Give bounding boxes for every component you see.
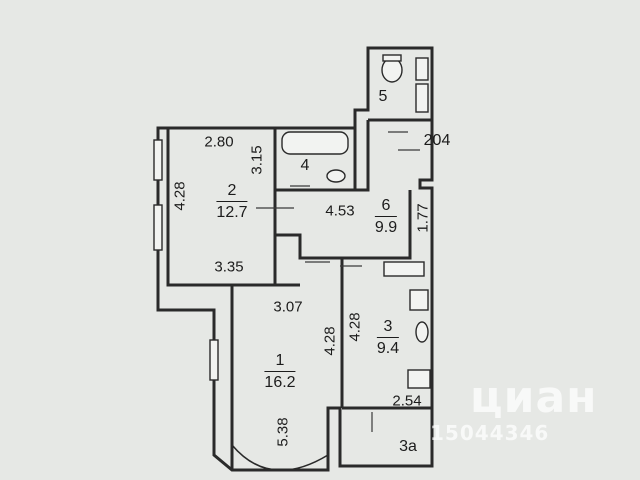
bathtub bbox=[281, 131, 349, 155]
wall-room-6 bbox=[275, 120, 412, 260]
kitchen-stove bbox=[415, 321, 429, 343]
window-left-bottom bbox=[153, 204, 163, 251]
marker-204: 204 bbox=[423, 132, 451, 149]
dim-room-2-height: 4.28 bbox=[171, 181, 189, 211]
window-room-1 bbox=[209, 339, 219, 381]
shaft-top bbox=[415, 57, 429, 81]
dim-corridor-width: 1.77 bbox=[414, 203, 432, 233]
dim-room-2-partial-height: 3.15 bbox=[248, 145, 266, 175]
wall-room-4 bbox=[275, 126, 357, 192]
wall-room-1-3 bbox=[228, 258, 432, 470]
room-4-label: 4 bbox=[300, 157, 310, 174]
watermark-brand: циан bbox=[470, 372, 598, 423]
dim-room-1-bay: 5.38 bbox=[274, 417, 292, 447]
shaft-bottom bbox=[415, 83, 429, 113]
dim-corridor-length: 4.53 bbox=[325, 202, 355, 220]
dim-room-3-height: 4.28 bbox=[346, 312, 364, 342]
watermark-id: 15044346 bbox=[430, 421, 550, 445]
kitchen-unit bbox=[407, 369, 431, 389]
kitchen-counter bbox=[409, 289, 429, 311]
window-left-top bbox=[153, 139, 163, 181]
dim-room-3a-width: 2.54 bbox=[392, 392, 422, 410]
dim-room-2-width: 2.80 bbox=[204, 133, 234, 151]
room-3a-label: 3а bbox=[399, 438, 417, 455]
bay-window bbox=[231, 444, 329, 472]
washbasin bbox=[326, 169, 346, 183]
dim-room-1-width: 3.07 bbox=[273, 298, 303, 316]
kitchen-sink bbox=[383, 261, 425, 277]
toilet-tank bbox=[382, 54, 402, 62]
room-5-label: 5 bbox=[378, 88, 388, 105]
dim-room-2-bottom: 3.35 bbox=[214, 258, 244, 276]
dim-room-1-height: 4.28 bbox=[321, 326, 339, 356]
